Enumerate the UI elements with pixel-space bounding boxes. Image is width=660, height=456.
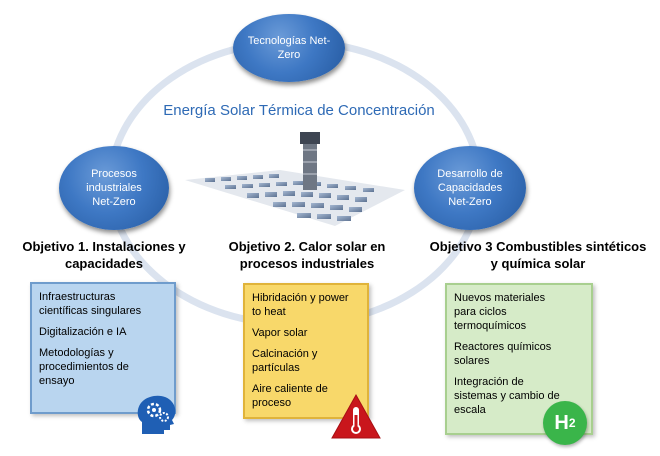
objective-3-item: Integración de sistemas y cambio de esca…: [454, 376, 560, 416]
bubble-desarrollo-capacidades: Desarrollo de Capacidades Net-Zero: [414, 146, 526, 230]
objective-2-item: Calcinación y partículas: [252, 348, 318, 374]
h2-subscript: 2: [568, 416, 576, 430]
objective-2-item: Aire caliente de proceso: [252, 383, 328, 409]
solar-tower-image: [185, 132, 405, 226]
bubble-procesos-industriales: Procesos industriales Net-Zero: [59, 146, 169, 230]
objective-3-title-line1: Objetivo 3 Combustibles sintéticos: [429, 239, 647, 254]
objective-3-item: Reactores químicos solares: [454, 341, 552, 367]
objective-3-box: Nuevos materiales para ciclos termoquími…: [445, 283, 593, 435]
objective-2-item: Hibridación y power to heat: [252, 292, 349, 318]
objective-1-item: Digitalización e IA: [39, 326, 127, 338]
bubble-top-label: Tecnologías Net- Zero: [247, 35, 331, 61]
objective-2-title-line2: procesos industriales: [239, 256, 375, 271]
h2-label: H: [554, 411, 569, 434]
objective-3-item: Nuevos materiales para ciclos termoquími…: [454, 292, 546, 332]
thermometer-warning-icon: [331, 393, 381, 439]
objective-2-title: Objetivo 2. Calor solar en procesos indu…: [217, 238, 397, 272]
objective-1-title: Objetivo 1. Instalaciones y capacidades: [4, 238, 204, 272]
objective-1-item: Metodologías y procedimientos de ensayo: [39, 347, 129, 387]
center-title: Energía Solar Térmica de Concentración: [163, 102, 435, 119]
objective-2-title-line1: Objetivo 2. Calor solar en: [228, 239, 386, 254]
bubble-tecnologias-net-zero: Tecnologías Net- Zero: [233, 14, 345, 82]
objective-1-title-line2: capacidades: [64, 256, 144, 271]
objective-1-item: Infraestructuras científicas singulares: [39, 291, 142, 317]
objective-3-title-line2: y química solar: [490, 256, 586, 271]
objective-2-box: Hibridación y power to heat Vapor solar …: [243, 283, 369, 419]
objective-1-box: Infraestructuras científicas singulares …: [30, 282, 176, 414]
bubble-right-label: Desarrollo de Capacidades Net-Zero: [437, 168, 503, 208]
objective-3-title: Objetivo 3 Combustibles sintéticos y quí…: [418, 238, 658, 272]
objective-2-item: Vapor solar: [252, 327, 308, 339]
bubble-left-label: Procesos industriales Net-Zero: [86, 168, 142, 208]
objective-1-title-line1: Objetivo 1. Instalaciones y: [22, 239, 186, 254]
brain-gears-icon: [137, 395, 176, 434]
